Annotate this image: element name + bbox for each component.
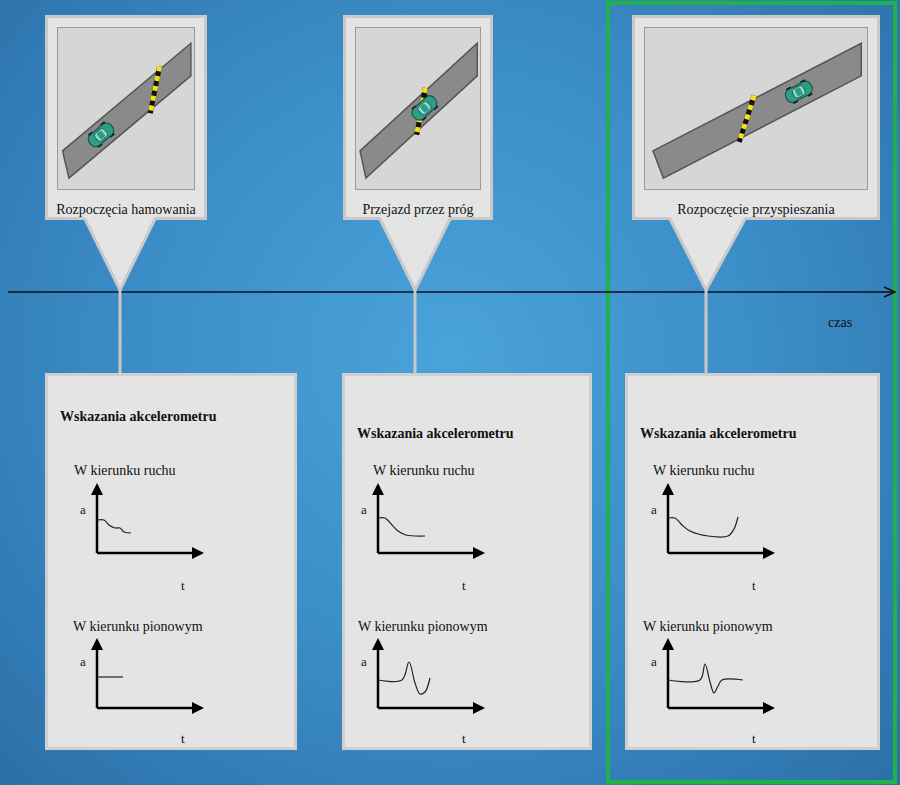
scene-ground [58, 28, 195, 190]
axis-label: a [80, 502, 86, 518]
axis-heading: W kierunku ruchu [373, 463, 475, 479]
axis-heading: W kierunku pionowym [358, 619, 488, 635]
text-slot: t [462, 729, 466, 747]
axis-label: a [361, 502, 367, 518]
scene-caption: Rozpoczęcie przyspieszania [677, 202, 834, 218]
text-slot: a [80, 500, 86, 518]
text-slot: Wskazania akcelerometru [640, 424, 796, 442]
callout-pointer [632, 217, 880, 294]
road [653, 43, 861, 178]
text-slot: Rozpoczęcia hamowania [48, 200, 204, 218]
panel-title: Wskazania akcelerometru [357, 426, 513, 442]
accel-graph [372, 483, 485, 559]
text-slot: t [181, 576, 185, 594]
panel-title: Wskazania akcelerometru [60, 409, 216, 425]
accelerometer-panel: Wskazania akcelerometru W kierunku ruchu a… [45, 373, 297, 750]
axis-heading: W kierunku ruchu [653, 463, 755, 479]
accel-graph [91, 483, 204, 559]
callout-pointer [343, 217, 493, 294]
text-slot: a [80, 652, 86, 670]
time-axis-arrowhead [884, 287, 895, 297]
text-slot: a [651, 500, 657, 518]
axis-label: a [80, 654, 86, 670]
scene-callout: Rozpoczęcie przyspieszania [632, 15, 880, 220]
text-slot: Przejazd przez próg [346, 200, 490, 218]
text-slot: Wskazania akcelerometru [60, 407, 216, 425]
axis-label: t [462, 578, 466, 594]
road [360, 43, 477, 178]
axis-label: a [361, 654, 367, 670]
text-slot: a [361, 500, 367, 518]
callout-pointer [45, 217, 207, 294]
text-slot: a [651, 652, 657, 670]
text-slot: t [752, 576, 756, 594]
accel-graph [91, 638, 204, 714]
scene-ground [356, 28, 481, 190]
axis-label: t [752, 578, 756, 594]
speed-bump [150, 66, 159, 113]
text-slot: Rozpoczęcie przyspieszania [635, 200, 877, 218]
axis-label: a [651, 502, 657, 518]
car [85, 119, 117, 150]
speed-bump-stripes [739, 95, 754, 142]
text-slot: W kierunku ruchu [373, 461, 475, 479]
text-slot: W kierunku ruchu [653, 461, 755, 479]
text-slot: Wskazania akcelerometru [357, 424, 513, 442]
axis-heading: W kierunku ruchu [74, 463, 176, 479]
road-scene [644, 27, 868, 190]
scene-callout: Przejazd przez próg [343, 15, 493, 220]
accel-graph [662, 483, 775, 559]
car [408, 92, 440, 123]
text-slot: W kierunku pionowym [643, 617, 773, 635]
axis-heading: W kierunku pionowym [73, 619, 203, 635]
axis-heading: W kierunku pionowym [643, 619, 773, 635]
text-slot: t [752, 729, 756, 747]
text-slot: a [361, 652, 367, 670]
panel-title: Wskazania akcelerometru [640, 426, 796, 442]
text-slot: W kierunku pionowym [358, 617, 488, 635]
scene-caption: Rozpoczęcia hamowania [56, 202, 196, 218]
road [63, 43, 191, 178]
signal-curve [378, 662, 430, 694]
text-slot: W kierunku pionowym [73, 617, 203, 635]
axis-label: t [752, 731, 756, 747]
text-slot: t [462, 576, 466, 594]
accel-graph [372, 638, 485, 714]
axis-label: t [462, 731, 466, 747]
accel-graph [662, 638, 775, 714]
accelerometer-panel: Wskazania akcelerometru W kierunku ruchu a… [625, 373, 880, 750]
highlight-frame [608, 3, 895, 782]
graph-area [45, 373, 297, 750]
text-slot: W kierunku ruchu [74, 461, 176, 479]
road-scene [355, 27, 481, 190]
scene-ground [645, 28, 868, 190]
speed-bump [739, 95, 754, 142]
signal-curve [668, 664, 743, 693]
scene-callout: Rozpoczęcia hamowania [45, 15, 207, 220]
road-scene [57, 27, 195, 190]
car [782, 78, 815, 106]
signal-curve [668, 517, 738, 537]
text-slot: t [181, 729, 185, 747]
scene-caption: Przejazd przez próg [362, 202, 473, 218]
accelerometer-panel: Wskazania akcelerometru W kierunku ruchu a… [342, 373, 592, 750]
signal-curve [378, 518, 425, 536]
speed-bump-stripes [150, 66, 159, 113]
signal-curve [97, 676, 123, 677]
axis-label: t [181, 731, 185, 747]
signal-curve [97, 520, 131, 533]
text-slot: czas [828, 313, 852, 331]
axis-label: a [651, 654, 657, 670]
axis-title: czas [828, 315, 852, 331]
axis-label: t [181, 578, 185, 594]
time-axis [8, 291, 894, 293]
